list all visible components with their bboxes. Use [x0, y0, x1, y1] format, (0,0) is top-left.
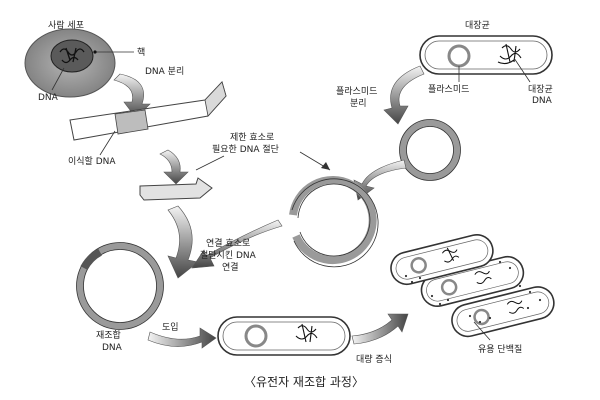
isolated-plasmid — [399, 119, 461, 181]
label-transplant-dna: 이식할 DNA — [68, 156, 116, 167]
label-human-dna: DNA — [38, 93, 59, 103]
label-recomb-1: 재조합 — [96, 330, 121, 341]
arrow-plasmid-to-recombinant — [191, 219, 283, 269]
transplant-pointer — [99, 130, 116, 156]
ecoli-dna-squiggle — [497, 43, 522, 65]
multiplied-cell-3 — [451, 286, 555, 338]
label-recomb-2: DNA — [102, 343, 123, 353]
label-human-cell: 사람 세포 — [48, 19, 84, 31]
nucleus-shape — [50, 39, 94, 73]
chromosome-squiggle — [59, 47, 85, 64]
arrow-to-fragment — [159, 149, 189, 185]
target-gene-band — [114, 109, 149, 135]
label-restriction-2: 필요한 DNA 절단 — [212, 143, 279, 155]
isolated-plasmid-inner — [406, 126, 454, 174]
label-ligase-1: 연결 효소로 — [206, 238, 250, 249]
dna-fragment — [139, 177, 213, 201]
dna-ribbon — [69, 81, 227, 141]
dna-pointer — [51, 67, 65, 91]
human-cell — [24, 28, 116, 98]
arrow-plasmid-separation — [383, 65, 425, 125]
multiplied-cells — [390, 234, 555, 338]
transformed-ecoli — [217, 316, 351, 356]
ecoli-cell — [419, 35, 553, 75]
transformed-ecoli-dna — [295, 323, 318, 343]
label-nucleus: 핵 — [137, 46, 145, 58]
cut-plasmid — [289, 176, 379, 268]
label-ligase-2: 절단시킨 DNA — [200, 249, 257, 261]
label-plasmid-sep-1: 플라스미드 — [336, 86, 377, 97]
ecoli-dna-pointer — [513, 57, 531, 83]
label-dna-separation: DNA 분리 — [145, 66, 184, 77]
label-plasmid-sep-2: 분리 — [350, 98, 367, 109]
label-ligase-3: 연결 — [222, 262, 239, 273]
isolated-plasmid-outline — [399, 119, 461, 181]
nucleus-pointer-dot — [93, 50, 97, 54]
recombinant-dna — [76, 242, 164, 330]
restriction-pointer-left — [195, 155, 225, 171]
restriction-pointer-tip — [321, 162, 330, 170]
recomb-plasmid-in-ecoli — [244, 324, 268, 348]
protein-pointer — [473, 321, 491, 341]
arrow-to-recombinant — [167, 205, 199, 279]
label-ecoli-title: 대장균 — [465, 20, 490, 31]
arrow-mass-production — [351, 313, 409, 345]
arrow-introduce — [147, 327, 217, 349]
label-restriction-1: 제한 효소로 — [230, 132, 274, 143]
multiplied-cell-1 — [390, 234, 494, 286]
label-ecoli-dna-2: DNA — [532, 96, 553, 106]
label-mass-prod: 대량 증식 — [356, 353, 392, 365]
inserted-gene-segment — [80, 248, 103, 271]
label-introduce: 도입 — [162, 321, 179, 333]
label-useful-protein: 유용 단백질 — [478, 343, 522, 355]
figure-caption: 〈유전자 재조합 과정〉 — [244, 375, 364, 389]
label-plasmid: 플라스미드 — [428, 84, 469, 95]
protein-dots — [404, 260, 542, 324]
arrow-dna-separation — [113, 73, 151, 119]
label-ecoli-dna-1: 대장균 — [528, 84, 553, 95]
